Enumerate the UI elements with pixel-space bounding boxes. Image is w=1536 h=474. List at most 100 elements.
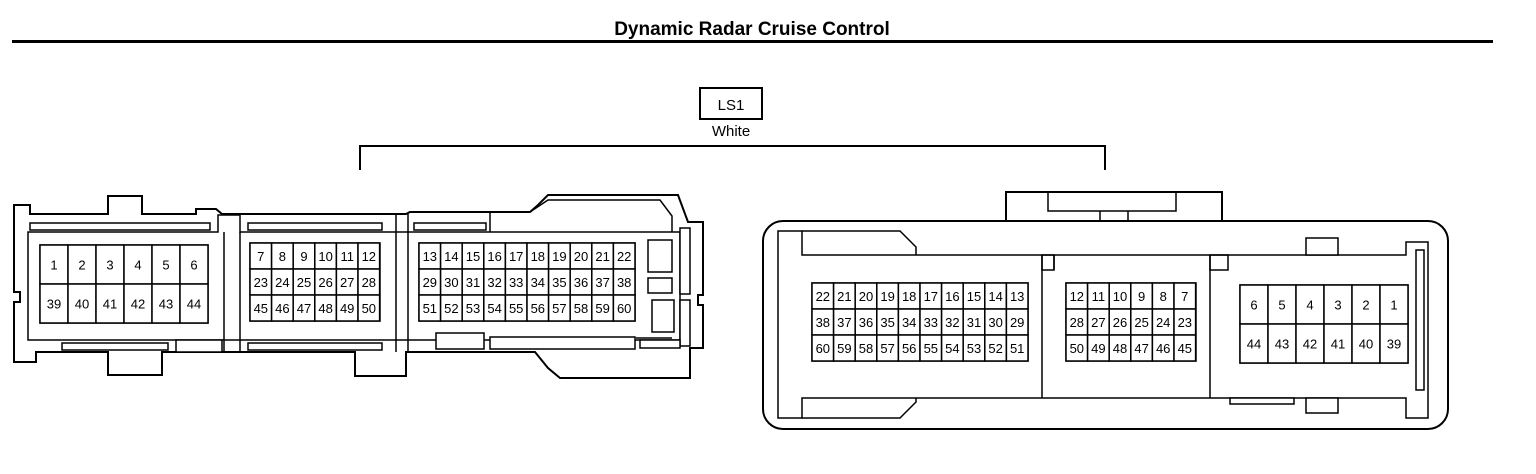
- pin-number: 17: [924, 289, 938, 304]
- pin-27: 27: [1086, 308, 1110, 336]
- pin-20: 20: [569, 242, 593, 270]
- pin-number: 14: [444, 249, 458, 264]
- pin-number: 18: [902, 289, 916, 304]
- pin-56: 56: [526, 294, 550, 322]
- page-title: Dynamic Radar Cruise Control: [614, 19, 890, 40]
- pin-number: 9: [1138, 289, 1145, 304]
- pin-number: 55: [509, 301, 523, 316]
- pin-number: 37: [837, 315, 851, 330]
- pin-34: 34: [526, 268, 550, 296]
- pin-number: 11: [1092, 289, 1106, 304]
- pin-number: 58: [859, 341, 873, 356]
- female-divider-notch-2: [1209, 254, 1229, 271]
- pin-number: 8: [1160, 289, 1167, 304]
- pin-57: 57: [876, 334, 900, 362]
- pin-9: 9: [292, 242, 316, 270]
- pin-32: 32: [483, 268, 507, 296]
- pin-25: 25: [1130, 308, 1154, 336]
- pin-41: 41: [95, 283, 125, 324]
- pin-number: 59: [595, 301, 609, 316]
- pin-number: 25: [297, 275, 311, 290]
- connector-code: LS1: [718, 97, 745, 114]
- pin-cell: [1323, 284, 1353, 325]
- pin-number: 26: [318, 275, 332, 290]
- pin-10: 10: [1108, 282, 1132, 310]
- pin-number: 43: [1275, 337, 1289, 352]
- connector-color: White: [712, 123, 750, 140]
- pin-19: 19: [876, 282, 900, 310]
- pin-25: 25: [292, 268, 316, 296]
- male-lock-window-2: [647, 277, 673, 294]
- pin-45: 45: [1173, 334, 1197, 362]
- pin-number: 48: [1113, 341, 1127, 356]
- pin-cell: [1351, 284, 1381, 325]
- pin-1: 1: [1379, 284, 1409, 325]
- pin-42: 42: [123, 283, 153, 324]
- pin-22: 22: [811, 282, 835, 310]
- pin-number: 23: [1178, 315, 1192, 330]
- pin-number: 12: [1070, 289, 1084, 304]
- pin-cell: [1379, 323, 1409, 364]
- pin-33: 33: [504, 268, 528, 296]
- pin-2: 2: [1351, 284, 1381, 325]
- pin-46: 46: [1151, 334, 1175, 362]
- pin-number: 15: [466, 249, 480, 264]
- pin-number: 6: [190, 258, 197, 273]
- pin-cell: [1379, 284, 1409, 325]
- pin-number: 5: [162, 258, 169, 273]
- pin-number: 19: [552, 249, 566, 264]
- pin-51: 51: [418, 294, 442, 322]
- pin-number: 14: [988, 289, 1002, 304]
- pin-number: 28: [362, 275, 376, 290]
- pin-number: 53: [466, 301, 480, 316]
- pin-number: 33: [924, 315, 938, 330]
- pin-number: 40: [1359, 337, 1373, 352]
- pin-17: 17: [919, 282, 943, 310]
- pin-number: 40: [75, 297, 89, 312]
- pin-number: 52: [988, 341, 1002, 356]
- pin-cell: [1005, 334, 1029, 362]
- female-tab-bottom-2: [1305, 397, 1339, 414]
- pin-26: 26: [1108, 308, 1132, 336]
- pin-52: 52: [439, 294, 463, 322]
- pin-47: 47: [1130, 334, 1154, 362]
- pin-23: 23: [249, 268, 273, 296]
- pin-number: 10: [1113, 289, 1127, 304]
- male-rail-top-a: [29, 222, 211, 231]
- pin-cell: [1239, 284, 1269, 325]
- pin-40: 40: [1351, 323, 1381, 364]
- pin-50: 50: [357, 294, 381, 322]
- pin-number: 52: [444, 301, 458, 316]
- pin-31: 31: [962, 308, 986, 336]
- male-latch: [529, 199, 673, 232]
- pin-number: 21: [595, 249, 609, 264]
- pin-59: 59: [832, 334, 856, 362]
- pin-43: 43: [151, 283, 181, 324]
- pin-number: 57: [880, 341, 894, 356]
- pin-cell: [179, 283, 209, 324]
- pin-number: 26: [1113, 315, 1127, 330]
- pin-cell: [179, 244, 209, 285]
- pin-number: 47: [1134, 341, 1148, 356]
- pin-number: 42: [1303, 337, 1317, 352]
- pin-58: 58: [569, 294, 593, 322]
- pin-number: 44: [187, 297, 201, 312]
- pin-21: 21: [591, 242, 615, 270]
- pin-number: 3: [106, 258, 113, 273]
- pin-number: 1: [50, 258, 57, 273]
- pin-number: 55: [924, 341, 938, 356]
- pin-cell: [95, 244, 125, 285]
- pin-54: 54: [940, 334, 964, 362]
- pin-number: 32: [945, 315, 959, 330]
- pin-20: 20: [854, 282, 878, 310]
- pin-29: 29: [418, 268, 442, 296]
- pin-number: 49: [340, 301, 354, 316]
- pin-2: 2: [67, 244, 97, 285]
- pin-number: 53: [967, 341, 981, 356]
